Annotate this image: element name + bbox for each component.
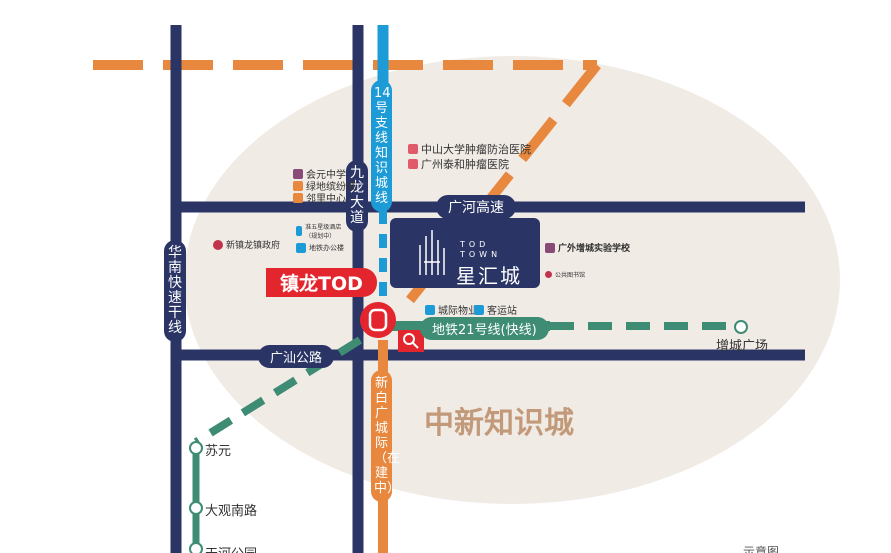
building-icon <box>293 180 303 191</box>
building-icon <box>474 304 484 315</box>
line-14-label: 14号支线知识城线 <box>371 80 392 212</box>
line-21-sw-dashed <box>193 336 363 446</box>
project-en2: TOWN <box>460 250 502 259</box>
train-icon <box>368 308 388 332</box>
road-label-guangshan: 广汕公路 <box>258 345 335 368</box>
road-label-jiulong: 九龙大道 <box>346 160 368 232</box>
line-21-label: 地铁21号线(快线) <box>420 317 549 340</box>
building-icon <box>296 226 303 236</box>
poi-office[interactable]: 地铁办公楼 <box>296 243 344 253</box>
poi-gov[interactable]: 新镇龙镇政府 <box>213 238 280 251</box>
poi-bus[interactable]: 客运站 <box>474 302 517 317</box>
station-tianhe[interactable]: 天河公园 <box>205 543 257 553</box>
project-name: 星汇城 <box>456 264 522 288</box>
poi-property[interactable]: 城际物业 <box>425 302 478 317</box>
poi-mall2[interactable]: 邻里中心 <box>293 190 346 205</box>
station-daguan[interactable]: 大观南路 <box>205 504 258 519</box>
building-icon <box>293 192 303 203</box>
schematic-note: 示意图 <box>743 545 780 553</box>
tod-station-icon[interactable] <box>360 302 396 338</box>
station-suyuan[interactable]: 苏元 <box>205 444 232 459</box>
district-label: 中新知识城 <box>424 406 574 441</box>
poi-library[interactable]: 公共图书馆 <box>545 270 585 279</box>
building-icon <box>296 243 306 253</box>
station-suyuan-icon[interactable] <box>189 441 203 455</box>
poi-school2[interactable]: 广外增城实验学校 <box>545 241 630 254</box>
poi-school1[interactable]: 会元中学 <box>293 166 346 181</box>
hospital-icon <box>408 144 418 154</box>
station-tianhe-icon[interactable] <box>189 542 203 553</box>
poi-hospital1[interactable]: 中山大学肿瘤防治医院 <box>408 141 531 157</box>
project-en1: TOD <box>460 240 490 249</box>
road-label-huanan: 华南快速干线 <box>164 240 186 342</box>
station-zengcheng-icon[interactable] <box>734 320 748 334</box>
building-icon <box>425 304 435 315</box>
project-box[interactable] <box>390 218 540 288</box>
station-zengcheng[interactable]: 增城广场 <box>716 339 769 354</box>
library-icon <box>545 271 552 278</box>
poi-mall1[interactable]: 绿地缤纷城 <box>293 178 356 193</box>
search-icon <box>403 333 415 345</box>
xinbai-label: 新白广城际（在建中） <box>371 370 400 502</box>
poi-hospital2[interactable]: 广州泰和肿瘤医院 <box>408 156 509 172</box>
star-icon <box>213 239 223 250</box>
school-icon <box>545 242 555 253</box>
station-daguan-icon[interactable] <box>189 501 203 515</box>
poi-hotel[interactable]: 准五星级酒店（规划中） <box>296 222 346 240</box>
school-icon <box>293 168 303 179</box>
road-label-guanghe: 广河高速 <box>436 195 516 219</box>
hospital-icon <box>408 159 418 169</box>
tod-label: 镇龙TOD <box>266 268 377 297</box>
project-logo-icon <box>419 230 445 275</box>
